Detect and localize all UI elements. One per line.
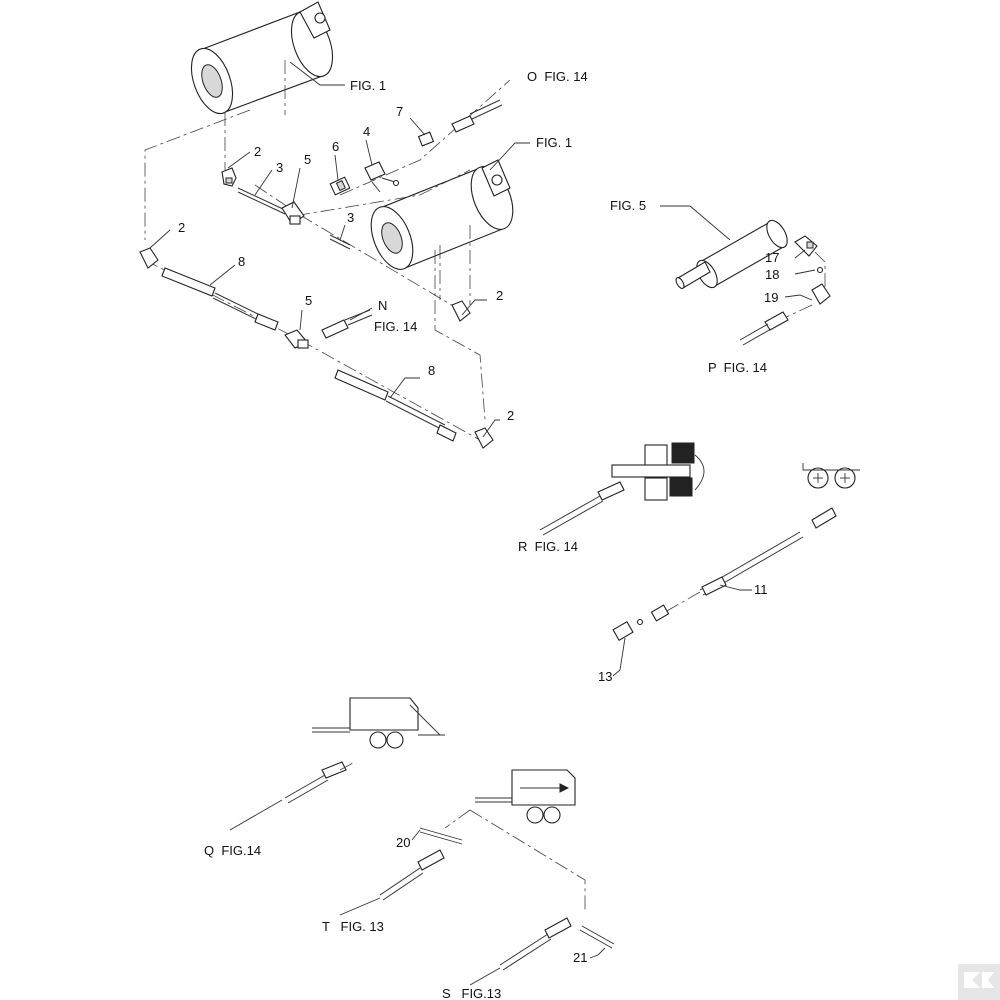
callout-8-bottom: 8 [428, 363, 435, 378]
hose-3b [329, 234, 351, 250]
seal-18 [816, 266, 824, 274]
callout-5-mid: 5 [305, 293, 312, 308]
callout-5-top: 5 [304, 152, 311, 167]
callout-3-top: 3 [276, 160, 283, 175]
callout-t-fig-13: T FIG. 13 [322, 919, 384, 934]
hose-11 [699, 507, 837, 596]
hydraulic-cylinder-middle [370, 159, 514, 270]
callout-fig-1-top: FIG. 1 [350, 78, 386, 93]
fig5-cylinder [675, 219, 788, 289]
hose-R [539, 481, 625, 536]
callout-20: 20 [396, 835, 410, 850]
callout-s-fig-13: S FIG.13 [442, 986, 501, 1000]
elbow-fitting-2a [221, 167, 237, 187]
elbow-fitting-2d [474, 427, 494, 449]
callout-n-fig-14: FIG. 14 [374, 319, 417, 334]
elbow-17 [794, 235, 818, 257]
callout-21: 21 [573, 950, 587, 965]
adapter-6 [329, 176, 351, 196]
callout-r-fig-14: R FIG. 14 [518, 539, 578, 554]
hose-20 [419, 827, 463, 845]
coupler-13 [612, 604, 670, 641]
hose-8a [161, 267, 279, 331]
callout-fig-5: FIG. 5 [610, 198, 646, 213]
hose-O [451, 99, 503, 133]
hose-8b [334, 369, 457, 442]
hose-T [379, 849, 445, 901]
valve-4 [364, 161, 400, 193]
elbow-fitting-2c [451, 300, 471, 322]
callout-7: 7 [396, 104, 403, 119]
tee-fitting-5b [284, 329, 309, 349]
hose-21 [579, 925, 615, 949]
callout-p-fig-14: P FIG. 14 [708, 360, 767, 375]
callout-11: 11 [754, 582, 768, 597]
callout-fig-1-mid: FIG. 1 [536, 135, 572, 150]
hose-P [739, 311, 789, 346]
trailer-icon-right [475, 769, 576, 824]
callout-19: 19 [764, 290, 778, 305]
control-valve-icon [611, 442, 705, 501]
callout-4: 4 [363, 124, 370, 139]
hose-S [499, 917, 572, 971]
wheel-icon [802, 463, 860, 489]
callout-8-top: 8 [238, 254, 245, 269]
elbow-19 [811, 283, 831, 305]
callout-2-bottom: 2 [507, 408, 514, 423]
tee-fitting-5a [281, 201, 305, 225]
callout-17: 17 [765, 250, 779, 265]
hydraulic-cylinder-top [190, 1, 334, 115]
callout-2-left: 2 [178, 220, 185, 235]
callout-n: N [378, 298, 387, 313]
elbow-fitting-2b [139, 247, 159, 269]
hose-Q [284, 761, 347, 804]
callout-2-right: 2 [496, 288, 503, 303]
callout-13: 13 [598, 669, 612, 684]
callout-18: 18 [765, 267, 779, 282]
callout-6: 6 [332, 139, 339, 154]
callout-3-mid: 3 [347, 210, 354, 225]
brand-logo-icon [958, 964, 1000, 1000]
trailer-icon-left [312, 697, 445, 749]
callout-q-fig-14: Q FIG.14 [204, 843, 261, 858]
coupler-7 [417, 131, 435, 147]
callout-2-top: 2 [254, 144, 261, 159]
hose-N [321, 309, 373, 339]
callout-o-fig-14: O FIG. 14 [527, 69, 588, 84]
hose-3a [237, 187, 286, 215]
